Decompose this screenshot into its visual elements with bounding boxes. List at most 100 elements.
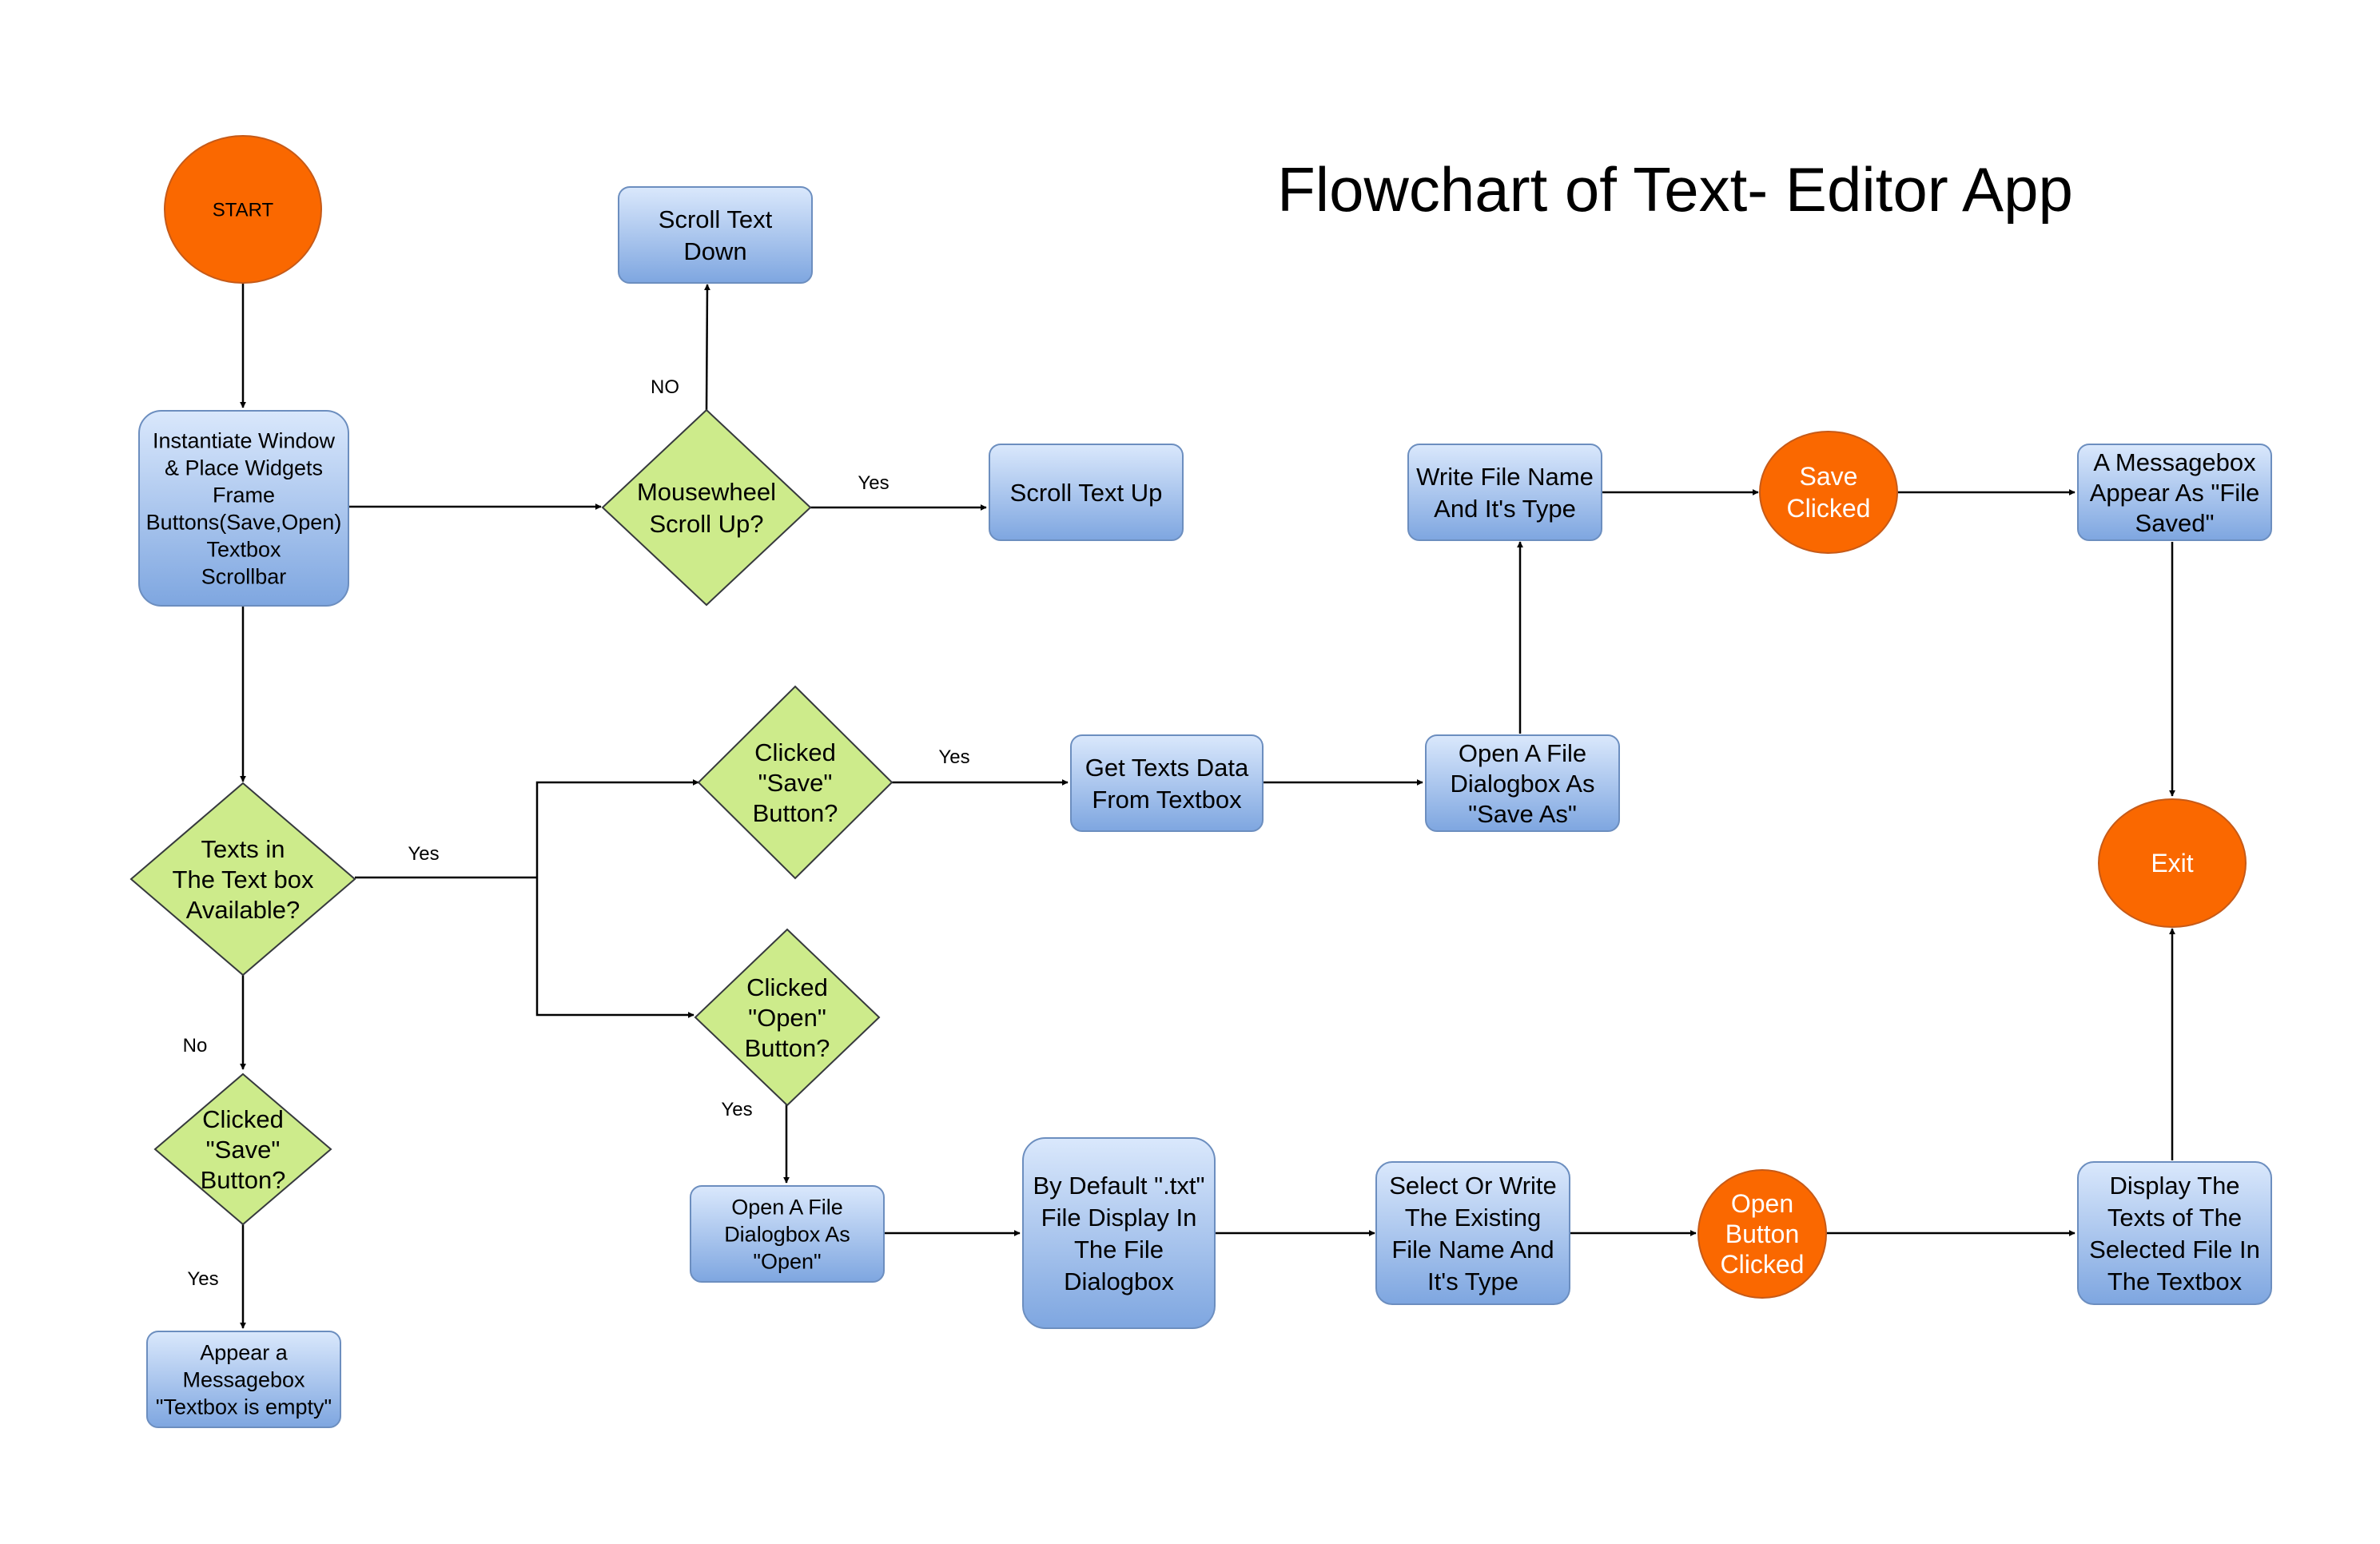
process-box — [138, 410, 349, 607]
edge-label-yes-scroll: Yes — [858, 472, 889, 494]
node-label-line: Button — [1725, 1220, 1800, 1248]
node-label-line: "Textbox is empty" — [156, 1395, 332, 1419]
process-box — [1425, 734, 1620, 832]
node-label-line: Messagebox — [182, 1367, 305, 1391]
edge-label-no-scroll: NO — [651, 376, 679, 398]
node-label-line: It's Type — [1427, 1267, 1518, 1295]
node-start: START — [164, 135, 322, 284]
node-label-line: Dialogbox As — [724, 1222, 850, 1246]
process-box — [989, 444, 1184, 541]
nodes: START Instantiate Window& Place WidgetsFr… — [129, 135, 2272, 1428]
node-label-line: The File — [1074, 1236, 1164, 1263]
node-label-line: Dialogbox As — [1451, 770, 1595, 798]
terminal-circle — [1697, 1169, 1827, 1299]
node-label-line: A Messagebox — [2093, 448, 2256, 476]
node-label-line: Select Or Write — [1389, 1172, 1557, 1200]
node-label-line: The Textbox — [2107, 1267, 2243, 1295]
node-scroll-up: Scroll Text Up — [989, 444, 1184, 541]
node-label-line: Scroll Text — [659, 205, 773, 233]
process-box — [2077, 444, 2272, 541]
node-label-line: Exit — [2151, 849, 2193, 877]
edges — [240, 283, 2175, 1329]
node-label-line: Button? — [745, 1034, 830, 1062]
page-title: Flowchart of Text- Editor App — [1277, 154, 2073, 225]
edge-label-yes-open: Yes — [721, 1099, 752, 1120]
edge-label-yes-save-top: Yes — [938, 746, 969, 768]
decision-diamond — [601, 408, 812, 607]
node-label-line: START — [213, 199, 274, 221]
node-label-line: "Open" — [753, 1249, 821, 1273]
process-box — [1070, 734, 1264, 832]
node-label-line: Display The — [2109, 1172, 2239, 1200]
node-label-line: File Display In — [1041, 1204, 1197, 1232]
node-clicked-save-left: Clicked"Save"Button? — [153, 1072, 332, 1226]
edge-labels: NO Yes Yes Yes Yes No Yes — [183, 376, 970, 1290]
edge-label-yes-texts: Yes — [408, 843, 439, 865]
process-box — [1375, 1161, 1570, 1305]
node-label-line: Appear a — [200, 1340, 289, 1364]
node-label-line: Get Texts Data — [1085, 754, 1249, 782]
edge-label-yes-save-left: Yes — [187, 1268, 218, 1290]
edge-branch-to-clicked-open — [535, 877, 694, 1018]
edge-mousewheel-to-scroll-down — [703, 284, 710, 412]
process-box — [2077, 1161, 2272, 1305]
node-label-line: Texts of The — [2107, 1204, 2242, 1232]
node-label-line: File Name And — [1391, 1236, 1554, 1263]
terminal-circle — [1759, 431, 1898, 554]
process-box — [1407, 444, 1602, 541]
node-label-line: Clicked — [754, 738, 836, 766]
process-box — [1022, 1137, 1216, 1329]
node-label-line: Scrollbar — [201, 564, 287, 588]
decision-diamond — [694, 928, 881, 1107]
node-exit: Exit — [2098, 798, 2247, 928]
node-label-line: Clicked — [1787, 494, 1871, 523]
process-box — [618, 186, 813, 284]
node-label-line: Open — [1731, 1189, 1793, 1218]
node-clicked-open: Clicked"Open"Button? — [694, 928, 881, 1107]
node-instantiate: Instantiate Window& Place WidgetsFrameBu… — [138, 410, 349, 607]
decision-diamond — [697, 685, 893, 880]
node-label-line: "Save As" — [1468, 800, 1577, 828]
node-label-line: Frame — [213, 483, 275, 507]
node-label-line: Scroll Up? — [650, 510, 764, 538]
node-label-line: Textbox — [206, 537, 281, 561]
node-label-line: By Default ".txt" — [1033, 1172, 1205, 1200]
terminal-circle — [2098, 798, 2247, 928]
node-label-line: Mousewheel — [637, 478, 776, 506]
node-label-line: The Text box — [173, 866, 314, 893]
node-label-line: Down — [683, 237, 746, 265]
node-label-line: Saved" — [2135, 509, 2215, 537]
node-clicked-save-top: Clicked"Save"Button? — [697, 685, 893, 880]
node-label-line: Scroll Text Up — [1010, 479, 1163, 507]
node-label-line: Appear As "File — [2090, 479, 2260, 507]
node-label-line: Texts in — [201, 835, 285, 863]
node-label-line: Available? — [186, 896, 300, 924]
node-label-line: And It's Type — [1434, 495, 1576, 523]
node-label-line: "Save" — [206, 1136, 281, 1164]
process-box — [690, 1185, 885, 1283]
node-label-line: Open A File — [731, 1195, 843, 1219]
node-label-line: "Save" — [758, 769, 833, 797]
process-box — [146, 1331, 341, 1428]
node-label-line: Save — [1800, 462, 1858, 491]
node-label-line: Button? — [201, 1166, 286, 1194]
decision-diamond — [153, 1072, 332, 1226]
node-label-line: Dialogbox — [1064, 1267, 1174, 1295]
node-default-txt: By Default ".txt" File Display In The File… — [1022, 1137, 1216, 1329]
decision-diamond — [129, 782, 356, 977]
node-label-line: Clicked — [746, 973, 828, 1001]
node-label-line: Clicked — [1721, 1250, 1805, 1279]
edge-label-no-texts: No — [183, 1035, 208, 1057]
node-label-line: Open A File — [1459, 739, 1586, 767]
node-label-line: Write File Name — [1416, 463, 1594, 491]
edge-branch-to-clicked-save — [535, 779, 699, 877]
